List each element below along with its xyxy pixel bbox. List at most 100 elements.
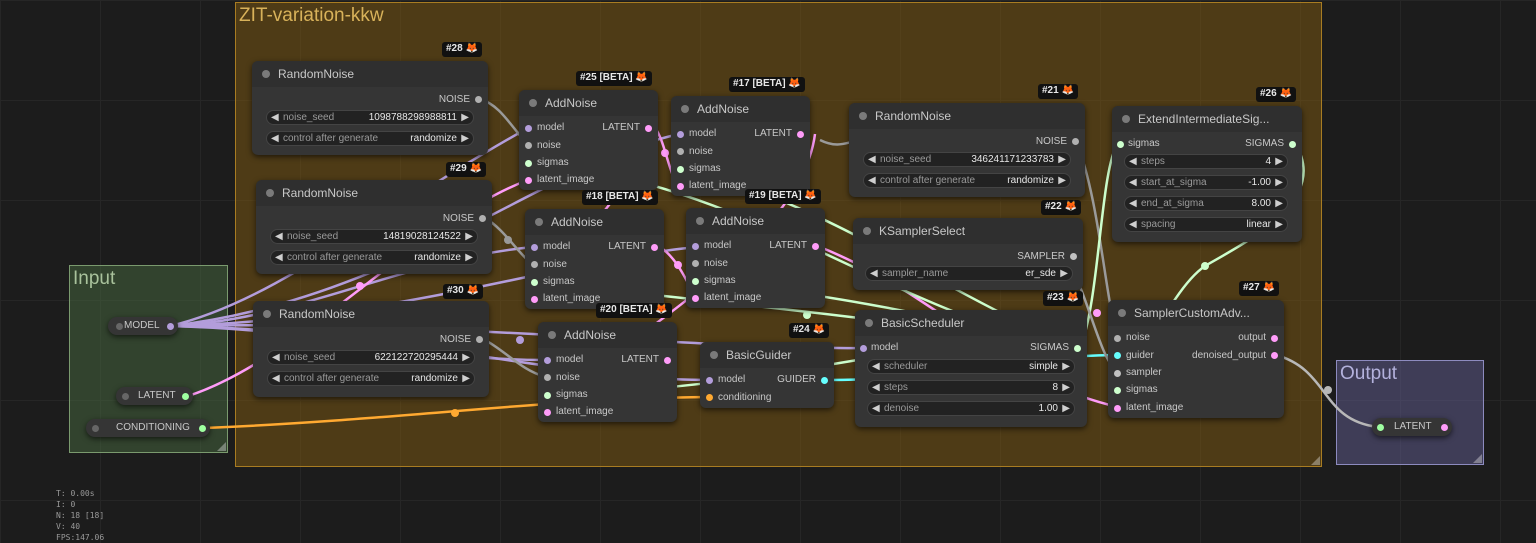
collapse-dot-icon[interactable] [263, 310, 271, 318]
input-socket-noise[interactable] [677, 148, 684, 155]
input-socket-latent[interactable] [531, 296, 538, 303]
node-header[interactable]: AddNoise [538, 322, 677, 348]
collapse-dot-icon[interactable] [1122, 115, 1130, 123]
collapse-dot-icon[interactable] [548, 331, 556, 339]
increment-arrow-icon[interactable]: ▶ [1275, 219, 1283, 230]
input-latent-node[interactable]: LATENT [116, 387, 193, 405]
increment-arrow-icon[interactable]: ▶ [1062, 361, 1070, 372]
collapse-dot-icon[interactable] [529, 99, 537, 107]
node-add-noise-25[interactable]: AddNoise model noise sigmas latent_image… [519, 90, 658, 190]
output-socket-noise[interactable] [479, 215, 486, 222]
input-socket-model[interactable] [544, 357, 551, 364]
increment-arrow-icon[interactable]: ▶ [461, 133, 469, 144]
decrement-arrow-icon[interactable]: ◀ [868, 175, 876, 186]
decrement-arrow-icon[interactable]: ◀ [872, 403, 880, 414]
decrement-arrow-icon[interactable]: ◀ [1129, 198, 1137, 209]
output-socket-latent[interactable] [664, 357, 671, 364]
collapse-dot-icon[interactable] [1118, 309, 1126, 317]
output-socket-output[interactable] [1271, 335, 1278, 342]
node-header[interactable]: RandomNoise [256, 180, 492, 206]
output-socket-latent[interactable] [1441, 424, 1448, 431]
output-latent-node[interactable]: LATENT [1372, 418, 1452, 436]
decrement-arrow-icon[interactable]: ◀ [271, 133, 279, 144]
increment-arrow-icon[interactable]: ▶ [465, 252, 473, 263]
increment-arrow-icon[interactable]: ▶ [1062, 382, 1070, 393]
input-socket-latent[interactable] [692, 295, 699, 302]
output-socket-model[interactable] [167, 323, 174, 330]
output-socket-sigmas[interactable] [1289, 141, 1296, 148]
group-resize-handle[interactable] [1473, 454, 1482, 463]
output-socket-latent[interactable] [651, 244, 658, 251]
output-socket-conditioning[interactable] [199, 425, 206, 432]
output-socket-noise[interactable] [1072, 138, 1079, 145]
node-header[interactable]: ExtendIntermediateSig... [1112, 106, 1302, 132]
input-socket-noise[interactable] [1114, 335, 1121, 342]
decrement-arrow-icon[interactable]: ◀ [272, 373, 280, 384]
input-socket-latent[interactable] [544, 409, 551, 416]
input-socket-noise[interactable] [525, 142, 532, 149]
increment-arrow-icon[interactable]: ▶ [1275, 177, 1283, 188]
node-sampler-custom-advanced-27[interactable]: SamplerCustomAdv... noise guider sampler… [1108, 300, 1284, 418]
decrement-arrow-icon[interactable]: ◀ [870, 268, 878, 279]
decrement-arrow-icon[interactable]: ◀ [872, 361, 880, 372]
collapse-dot-icon[interactable] [681, 105, 689, 113]
input-model-node[interactable]: MODEL [108, 317, 178, 335]
node-header[interactable]: BasicGuider [700, 342, 834, 368]
output-socket-sampler[interactable] [1070, 253, 1077, 260]
output-socket-sigmas[interactable] [1074, 345, 1081, 352]
node-header[interactable]: BasicScheduler [855, 310, 1087, 336]
output-socket-latent[interactable] [182, 393, 189, 400]
input-socket-sigmas[interactable] [677, 166, 684, 173]
decrement-arrow-icon[interactable]: ◀ [1129, 219, 1137, 230]
output-socket-latent[interactable] [797, 131, 804, 138]
collapse-dot-icon[interactable] [710, 351, 718, 359]
input-socket-noise[interactable] [544, 374, 551, 381]
increment-arrow-icon[interactable]: ▶ [1060, 268, 1068, 279]
increment-arrow-icon[interactable]: ▶ [465, 231, 473, 242]
node-extend-intermediate-sigmas-26[interactable]: ExtendIntermediateSig... sigmas SIGMAS ◀… [1112, 106, 1302, 242]
node-add-noise-17[interactable]: AddNoise model noise sigmas latent_image… [671, 96, 810, 196]
node-add-noise-18[interactable]: AddNoise model noise sigmas latent_image… [525, 209, 664, 309]
node-header[interactable]: SamplerCustomAdv... [1108, 300, 1284, 326]
collapse-dot-icon[interactable] [863, 227, 871, 235]
decrement-arrow-icon[interactable]: ◀ [1129, 177, 1137, 188]
increment-arrow-icon[interactable]: ▶ [461, 112, 469, 123]
group-resize-handle[interactable] [217, 442, 226, 451]
decrement-arrow-icon[interactable]: ◀ [868, 154, 876, 165]
input-socket-sigmas[interactable] [531, 279, 538, 286]
input-socket-sigmas[interactable] [692, 278, 699, 285]
output-socket-noise[interactable] [476, 336, 483, 343]
input-socket-guider[interactable] [1114, 352, 1121, 359]
input-socket-conditioning[interactable] [706, 394, 713, 401]
input-socket-sigmas[interactable] [1114, 387, 1121, 394]
input-socket-sampler[interactable] [1114, 370, 1121, 377]
increment-arrow-icon[interactable]: ▶ [462, 373, 470, 384]
input-socket-noise[interactable] [692, 260, 699, 267]
output-socket-latent[interactable] [812, 243, 819, 250]
collapse-dot-icon[interactable] [266, 189, 274, 197]
increment-arrow-icon[interactable]: ▶ [1275, 156, 1283, 167]
collapse-dot-icon[interactable] [262, 70, 270, 78]
decrement-arrow-icon[interactable]: ◀ [275, 252, 283, 263]
input-conditioning-node[interactable]: CONDITIONING [86, 419, 210, 437]
node-header[interactable]: AddNoise [519, 90, 658, 116]
node-header[interactable]: AddNoise [671, 96, 810, 122]
group-output[interactable]: Output [1336, 360, 1484, 465]
input-socket-latent[interactable] [1114, 405, 1121, 412]
input-socket-sigmas[interactable] [525, 160, 532, 167]
increment-arrow-icon[interactable]: ▶ [1058, 175, 1066, 186]
increment-arrow-icon[interactable]: ▶ [1058, 154, 1066, 165]
